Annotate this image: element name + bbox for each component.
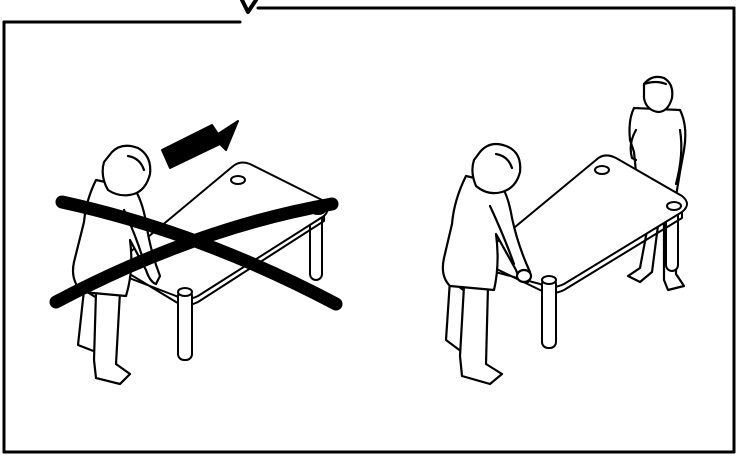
push-direction-arrow-icon <box>161 120 239 169</box>
correct-lift-panel <box>441 75 688 386</box>
prohibited-cross-icon <box>49 195 343 311</box>
person-near-side <box>441 142 533 386</box>
incorrect-lift-panel <box>49 120 343 386</box>
